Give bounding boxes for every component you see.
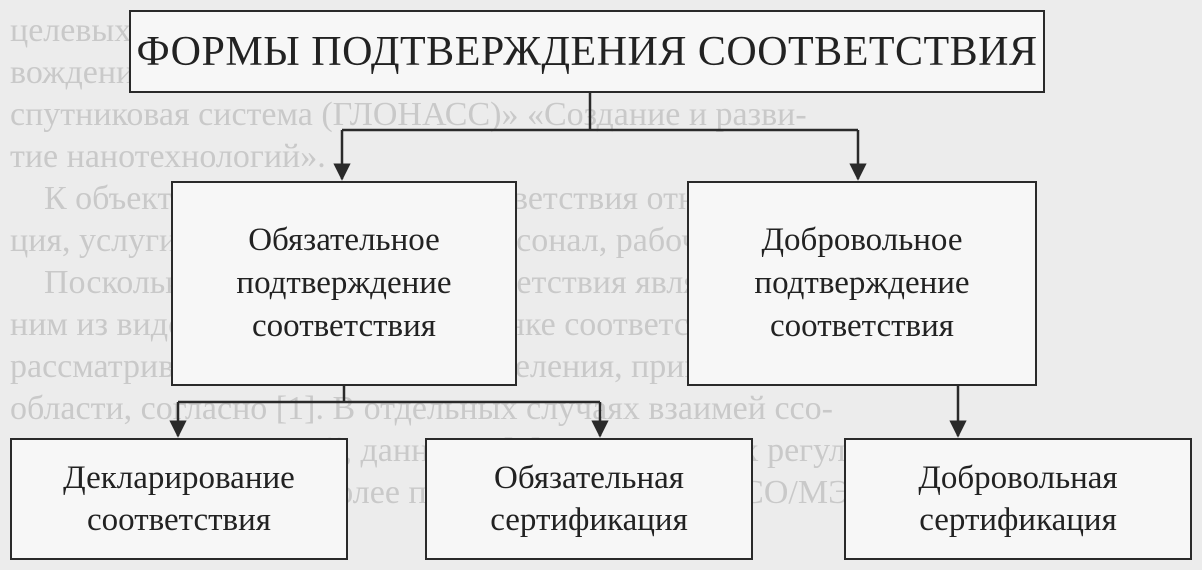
voluntary-confirmation-node: Добровольное подтверждение соответствия	[687, 181, 1037, 386]
declaration-label-line1: Декларирование	[63, 460, 295, 496]
mandatory-certification-node: Обязательная сертификация	[425, 438, 753, 560]
mandatory-label-line3: соответствия	[252, 308, 436, 344]
voluntary-certification-node: Добровольная сертификация	[844, 438, 1192, 560]
voluntary-label-line2: подтверждение	[754, 265, 970, 301]
root-node: ФОРМЫ ПОДТВЕРЖДЕНИЯ СООТВЕТСТВИЯ	[129, 10, 1045, 93]
mandatory-confirmation-node: Обязательное подтверждение соответствия	[171, 181, 517, 386]
voluntary-cert-label-line1: Добровольная	[918, 460, 1118, 496]
voluntary-cert-label-line2: сертификация	[919, 502, 1117, 538]
voluntary-label-line1: Добровольное	[761, 222, 963, 258]
mandatory-label-line2: подтверждение	[236, 265, 452, 301]
mandatory-cert-label-line2: сертификация	[490, 502, 688, 538]
declaration-node: Декларирование соответствия	[10, 438, 348, 560]
mandatory-cert-label-line1: Обязательная	[494, 460, 684, 496]
voluntary-label-line3: соответствия	[770, 308, 954, 344]
root-node-label: ФОРМЫ ПОДТВЕРЖДЕНИЯ СООТВЕТСТВИЯ	[136, 28, 1038, 75]
declaration-label-line2: соответствия	[87, 502, 271, 538]
mandatory-label-line1: Обязательное	[248, 222, 440, 258]
